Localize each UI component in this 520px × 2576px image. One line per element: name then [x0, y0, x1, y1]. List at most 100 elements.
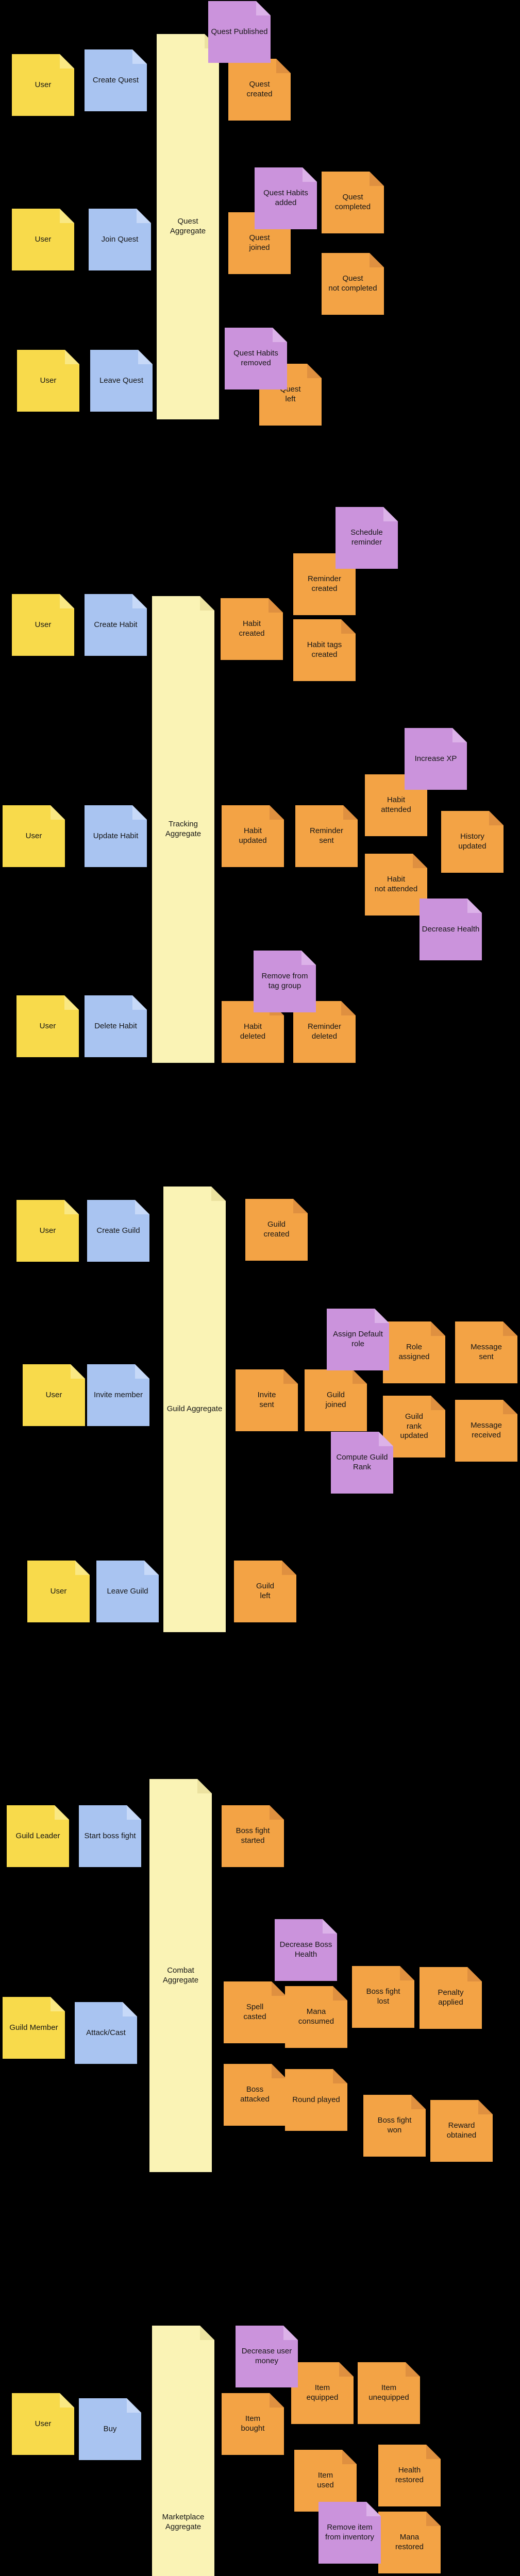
command-note-create-habit[interactable]: Create Habit: [85, 594, 147, 656]
actor-note-user[interactable]: User: [27, 1561, 90, 1622]
folded-corner-icon: [370, 253, 384, 267]
note-label: Habit tags created: [307, 640, 342, 659]
event-note-habit-updated[interactable]: Habit updated: [222, 805, 284, 867]
command-note-join-quest[interactable]: Join Quest: [89, 209, 151, 270]
event-note-boss-fight-started[interactable]: Boss fight started: [222, 1805, 284, 1867]
actor-note-user[interactable]: User: [12, 594, 74, 656]
command-note-leave-guild[interactable]: Leave Guild: [96, 1561, 159, 1622]
folded-corner-icon: [55, 1805, 69, 1820]
event-note-habit-created[interactable]: Habit created: [221, 598, 283, 660]
event-note-invite-sent[interactable]: Invite sent: [236, 1369, 298, 1431]
event-note-guild-rank-updated[interactable]: Guild rank updated: [383, 1396, 445, 1458]
folded-corner-icon: [323, 1919, 337, 1934]
folded-corner-icon: [301, 951, 316, 965]
note-label: Item bought: [241, 2414, 265, 2433]
actor-note-guild-member[interactable]: Guild Member: [3, 1997, 65, 2059]
event-note-item-bought[interactable]: Item bought: [222, 2393, 284, 2455]
command-note-delete-habit[interactable]: Delete Habit: [85, 995, 147, 1057]
policy-note-decrease-boss-health[interactable]: Decrease Boss Health: [275, 1919, 337, 1981]
actor-note-user[interactable]: User: [12, 54, 74, 116]
event-note-quest-not-completed[interactable]: Quest not completed: [322, 253, 384, 315]
event-note-mana-consumed[interactable]: Mana consumed: [285, 1986, 347, 2048]
policy-note-decrease-user-money[interactable]: Decrease user money: [236, 2326, 298, 2387]
event-note-boss-fight-won[interactable]: Boss fight won: [363, 2095, 426, 2157]
event-note-boss-attacked[interactable]: Boss attacked: [224, 2064, 286, 2126]
policy-note-increase-xp[interactable]: Increase XP: [405, 728, 467, 790]
command-note-leave-quest[interactable]: Leave Quest: [90, 350, 153, 412]
actor-note-guild-leader[interactable]: Guild Leader: [7, 1805, 69, 1867]
command-note-create-quest[interactable]: Create Quest: [85, 49, 147, 111]
folded-corner-icon: [64, 1200, 79, 1214]
event-note-item-unequipped[interactable]: Item unequipped: [358, 2362, 420, 2424]
event-note-message-sent[interactable]: Message sent: [455, 1321, 517, 1383]
actor-note-user[interactable]: User: [12, 209, 74, 270]
event-note-boss-fight-lost[interactable]: Boss fight lost: [352, 1966, 414, 2028]
event-note-item-equipped[interactable]: Item equipped: [291, 2362, 354, 2424]
event-note-round-played[interactable]: Round played: [285, 2069, 347, 2131]
note-label: Decrease Health: [422, 924, 480, 934]
note-label: Guild Leader: [15, 1831, 60, 1840]
command-note-buy[interactable]: Buy: [79, 2398, 141, 2460]
note-label: Guild rank updated: [400, 1412, 428, 1440]
event-note-reward-obtained[interactable]: Reward obtained: [430, 2100, 493, 2162]
folded-corner-icon: [270, 1805, 284, 1820]
event-note-habit-tags-created[interactable]: Habit tags created: [293, 619, 356, 681]
event-note-mana-restored[interactable]: Mana restored: [378, 2512, 441, 2573]
folded-corner-icon: [467, 899, 482, 913]
note-label: Health restored: [395, 2466, 424, 2484]
note-label: Boss fight lost: [366, 1987, 400, 2006]
command-note-create-guild[interactable]: Create Guild: [87, 1200, 149, 1262]
event-note-spell-casted[interactable]: Spell casted: [224, 1981, 286, 2043]
event-note-history-updated[interactable]: History updated: [441, 811, 504, 873]
policy-note-quest-habits-added[interactable]: Quest Habits added: [255, 167, 317, 229]
command-note-start-boss-fight[interactable]: Start boss fight: [79, 1805, 141, 1867]
policy-note-assign-default-role[interactable]: Assign Default role: [327, 1309, 389, 1370]
event-note-role-assigned[interactable]: Role assigned: [383, 1321, 445, 1383]
event-note-guild-joined[interactable]: Guild joined: [305, 1369, 367, 1431]
actor-note-user[interactable]: User: [23, 1364, 85, 1426]
event-note-quest-created[interactable]: Quest created: [228, 59, 291, 121]
command-note-invite-member[interactable]: Invite member: [87, 1364, 149, 1426]
folded-corner-icon: [127, 2398, 141, 2413]
note-label: Guild created: [263, 1220, 290, 1239]
event-note-reminder-sent[interactable]: Reminder sent: [295, 805, 358, 867]
folded-corner-icon: [197, 1779, 212, 1793]
command-note-update-habit[interactable]: Update Habit: [85, 805, 147, 867]
event-note-message-received[interactable]: Message received: [455, 1400, 517, 1462]
aggregate-note-tracking-aggregate[interactable]: Tracking Aggregate: [152, 596, 214, 1063]
actor-note-user[interactable]: User: [3, 805, 65, 867]
policy-note-decrease-health[interactable]: Decrease Health: [420, 899, 482, 960]
policy-note-schedule-reminder[interactable]: Schedule reminder: [336, 507, 398, 569]
policy-note-compute-guild-rank[interactable]: Compute Guild Rank: [331, 1432, 393, 1494]
event-note-penalty-applied[interactable]: Penalty applied: [420, 1967, 482, 2029]
folded-corner-icon: [138, 350, 153, 364]
policy-note-remove-from-tag-group[interactable]: Remove from tag group: [254, 951, 316, 1012]
folded-corner-icon: [51, 805, 65, 820]
folded-corner-icon: [132, 995, 147, 1010]
note-label: Join Quest: [101, 234, 139, 244]
folded-corner-icon: [370, 172, 384, 186]
aggregate-note-guild-aggregate[interactable]: Guild Aggregate: [163, 1187, 226, 1632]
note-label: User: [50, 1586, 67, 1596]
policy-note-quest-published[interactable]: Quest Published: [208, 1, 271, 63]
note-label: User: [39, 1021, 56, 1030]
note-label: Boss attacked: [240, 2085, 270, 2104]
note-label: Habit attended: [381, 795, 411, 814]
actor-note-user[interactable]: User: [12, 2393, 74, 2455]
event-note-guild-created[interactable]: Guild created: [245, 1199, 308, 1261]
event-note-health-restored[interactable]: Health restored: [378, 2445, 441, 2506]
actor-note-user[interactable]: User: [16, 995, 79, 1057]
event-note-guild-left[interactable]: Guild left: [234, 1561, 296, 1622]
event-note-quest-completed[interactable]: Quest completed: [322, 172, 384, 233]
note-label: Leave Guild: [107, 1586, 148, 1596]
actor-note-user[interactable]: User: [17, 350, 79, 412]
note-label: Decrease user money: [241, 2347, 292, 2365]
aggregate-note-marketplace-aggregate[interactable]: Marketplace Aggregate: [152, 2326, 214, 2576]
actor-note-user[interactable]: User: [16, 1200, 79, 1262]
event-note-habit-not-attended[interactable]: Habit not attended: [365, 854, 427, 916]
command-note-attack-cast[interactable]: Attack/Cast: [75, 2002, 137, 2064]
policy-note-remove-item-from-inventory[interactable]: Remove item from inventory: [318, 2502, 381, 2564]
aggregate-note-quest-aggregate[interactable]: Quest Aggregate: [157, 34, 219, 419]
policy-note-quest-habits-removed[interactable]: Quest Habits removed: [225, 328, 287, 389]
aggregate-note-combat-aggregate[interactable]: Combat Aggregate: [149, 1779, 212, 2172]
